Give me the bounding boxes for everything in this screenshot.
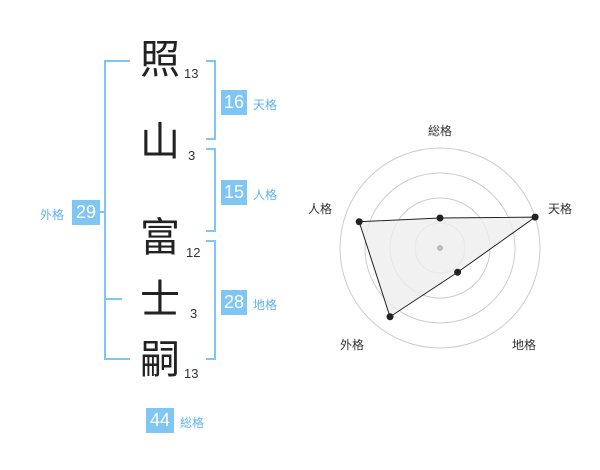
gaikaku-bracket xyxy=(104,60,130,360)
radar-point-5 xyxy=(355,218,363,226)
radar-axis-label-tenkaku: 天格 xyxy=(548,202,573,216)
radar-point-1 xyxy=(436,214,444,222)
radar-point-4 xyxy=(386,313,394,321)
stroke-count-3: 12 xyxy=(186,245,201,260)
gaikaku-label: 外格 xyxy=(40,208,65,222)
stroke-count-1: 13 xyxy=(184,66,199,81)
tenkaku-badge: 16 xyxy=(221,90,247,115)
stroke-count-4: 3 xyxy=(190,306,198,321)
name-char-4: 士 xyxy=(140,277,180,323)
name-char-2: 山 xyxy=(140,119,180,165)
gaikaku-badge: 29 xyxy=(72,200,100,225)
chikaku-bracket xyxy=(206,240,216,360)
name-char-1: 照 xyxy=(140,37,180,83)
radar-series-polygon xyxy=(358,216,537,318)
radar-axis-label-jinkaku: 人格 xyxy=(308,202,333,216)
radar-center-point xyxy=(437,245,443,251)
jinkaku-bracket xyxy=(206,148,216,232)
chikaku-label: 地格 xyxy=(253,298,278,312)
jinkaku-badge: 15 xyxy=(221,180,247,205)
radar-axis-label-gaikaku: 外格 xyxy=(340,338,365,352)
tenkaku-label: 天格 xyxy=(253,98,278,112)
jinkaku-label: 人格 xyxy=(253,188,278,202)
radar-point-3 xyxy=(454,268,462,276)
stroke-count-5: 13 xyxy=(184,366,199,381)
gaikaku-bracket-connector xyxy=(98,211,106,213)
radar-axis-label-soukaku: 総格 xyxy=(428,124,453,138)
soukaku-label: 総格 xyxy=(180,416,205,430)
tenkaku-bracket xyxy=(206,60,216,140)
stroke-count-2: 3 xyxy=(188,148,196,163)
radar-point-2 xyxy=(531,213,539,221)
radar-axis-label-chikaku: 地格 xyxy=(512,338,537,352)
name-char-5: 嗣 xyxy=(140,337,180,383)
radar-ring-4 xyxy=(339,147,541,349)
gaikaku-bracket-tick xyxy=(104,298,122,300)
radar-ring-3 xyxy=(364,172,516,324)
chikaku-badge: 28 xyxy=(221,290,247,315)
name-char-3: 富 xyxy=(140,215,180,261)
soukaku-badge: 44 xyxy=(146,408,174,433)
